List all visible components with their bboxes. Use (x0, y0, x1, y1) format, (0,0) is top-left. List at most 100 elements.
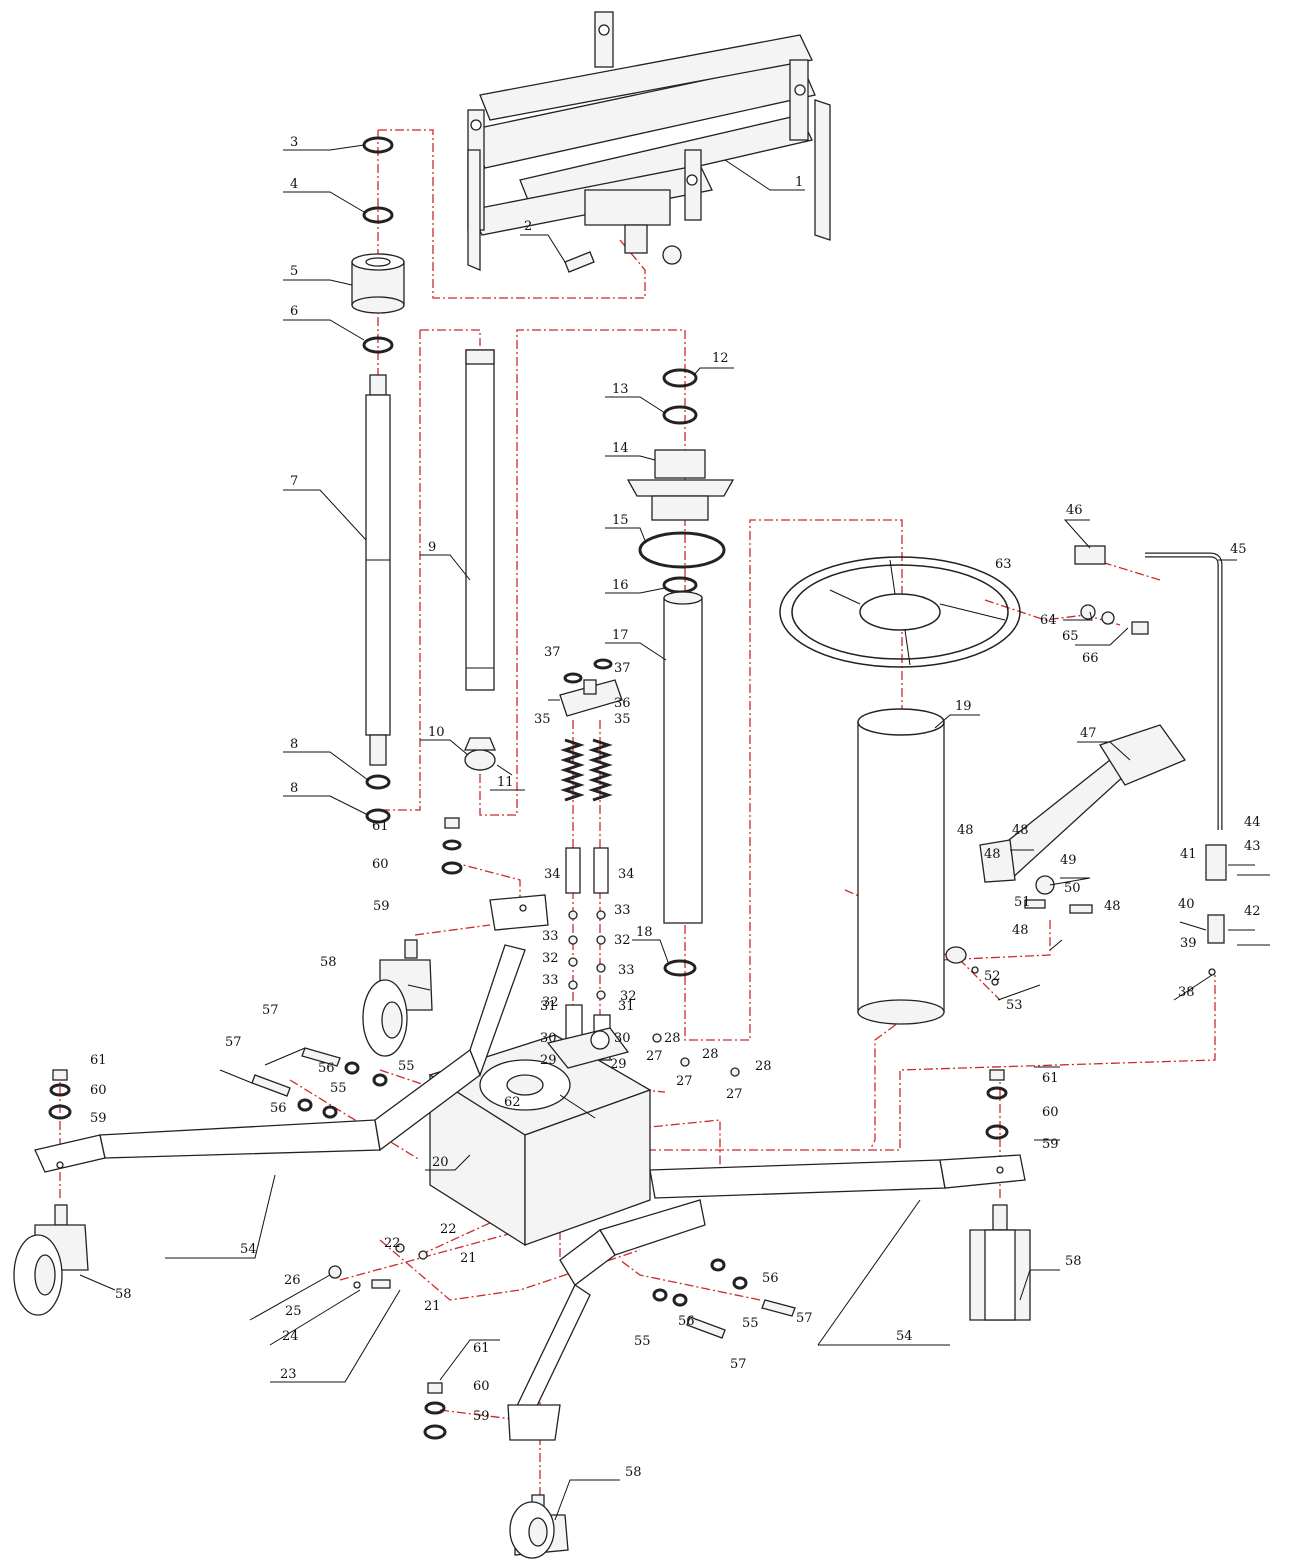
callout-55d: 55 (742, 1316, 759, 1331)
callout-51: 51 (1014, 895, 1031, 910)
saddle-frame-part (467, 11, 831, 271)
callout-21a: 21 (460, 1251, 477, 1266)
callout-59c: 59 (1042, 1137, 1059, 1152)
callout-54b: 54 (896, 1329, 913, 1344)
callout-37b: 37 (614, 661, 631, 676)
callout-57a: 57 (225, 1035, 242, 1050)
callout-47: 47 (1080, 726, 1097, 741)
callout-58b: 58 (115, 1287, 132, 1302)
callout-41: 41 (1180, 847, 1197, 862)
callout-23: 23 (280, 1367, 297, 1382)
callout-29a: 29 (540, 1053, 557, 1068)
callout-28a: 28 (664, 1031, 681, 1046)
callout-56c: 56 (678, 1314, 695, 1329)
callout-29b: 29 (610, 1057, 627, 1072)
caster-rear (362, 939, 433, 1057)
callout-19: 19 (955, 699, 972, 714)
callout-66: 66 (1082, 651, 1099, 666)
base-block-part (428, 1027, 652, 1247)
callout-59d: 59 (473, 1409, 490, 1424)
callout-55a: 55 (330, 1081, 347, 1096)
callout-27c: 27 (726, 1087, 743, 1102)
callout-38: 38 (1178, 985, 1195, 1000)
callout-22b: 22 (440, 1222, 457, 1237)
base-legs-part (34, 894, 1026, 1441)
callout-3: 3 (290, 135, 298, 150)
callout-21b: 21 (424, 1299, 441, 1314)
callout-9: 9 (428, 540, 436, 555)
caster-fasteners-part (48, 817, 1009, 1440)
callout-57d: 57 (796, 1311, 813, 1326)
callout-4: 4 (290, 177, 298, 192)
valve-plate-part (559, 658, 623, 717)
callout-31a: 31 (540, 999, 557, 1014)
callout-35a: 35 (534, 712, 551, 727)
callout-64: 64 (1040, 613, 1057, 628)
callout-49: 49 (1060, 853, 1077, 868)
callout-65: 65 (1062, 629, 1079, 644)
callout-52: 52 (984, 969, 1001, 984)
callout-36: 36 (614, 696, 631, 711)
release-valve-part (1205, 844, 1255, 976)
springs-part (560, 738, 613, 802)
bushing-part (351, 253, 405, 314)
callout-40: 40 (1178, 897, 1195, 912)
callout-61c: 61 (1042, 1071, 1059, 1086)
tray-part (779, 556, 1021, 668)
caster-left (13, 1204, 89, 1316)
callout-26: 26 (284, 1273, 301, 1288)
valve-body-part (464, 737, 513, 776)
callout-17: 17 (612, 628, 629, 643)
callout-7: 7 (290, 474, 298, 489)
caster-front (509, 1494, 569, 1559)
callout-61b: 61 (90, 1053, 107, 1068)
callout-61a: 61 (372, 819, 389, 834)
o-ring-part (638, 531, 726, 569)
callout-39: 39 (1180, 936, 1197, 951)
callout-61d: 61 (473, 1341, 490, 1356)
callout-20: 20 (432, 1155, 449, 1170)
callout-44: 44 (1244, 815, 1261, 830)
callout-48d: 48 (1104, 899, 1121, 914)
callout-22a: 22 (384, 1236, 401, 1251)
callout-32d: 32 (620, 989, 637, 1004)
callout-32c: 32 (614, 933, 631, 948)
callout-55c: 55 (634, 1334, 651, 1349)
callout-35b: 35 (614, 712, 631, 727)
callout-labels: 1 2 3 4 5 6 7 8 8 9 10 11 12 13 14 15 16… (90, 135, 1261, 1480)
pump-pistons-part (565, 847, 611, 1083)
callout-31b: 31 (618, 999, 635, 1014)
callout-30a: 30 (540, 1031, 557, 1046)
callout-33b: 33 (542, 973, 559, 988)
callout-15: 15 (612, 513, 629, 528)
callout-1: 1 (795, 175, 803, 190)
callout-33d: 33 (618, 963, 635, 978)
callout-53: 53 (1006, 998, 1023, 1013)
reservoir-part (857, 708, 967, 1025)
callout-33a: 33 (542, 929, 559, 944)
callout-58a: 58 (320, 955, 337, 970)
callout-30b: 30 (614, 1031, 631, 1046)
callout-42: 42 (1244, 904, 1261, 919)
callout-45: 45 (1230, 542, 1247, 557)
callout-8b: 8 (290, 781, 298, 796)
pedal-part (979, 724, 1187, 914)
callout-33c: 33 (614, 903, 631, 918)
callout-5: 5 (290, 264, 298, 279)
bolt-part (564, 251, 595, 273)
callout-16: 16 (612, 578, 629, 593)
callout-57c: 57 (730, 1357, 747, 1372)
callout-62: 62 (504, 1095, 521, 1110)
flange-part (626, 449, 735, 521)
callout-46: 46 (1066, 503, 1083, 518)
callout-48a: 48 (957, 823, 974, 838)
tray-fasteners-part (1080, 604, 1149, 635)
casters-part (13, 939, 1031, 1559)
callout-56a: 56 (270, 1101, 287, 1116)
callout-34a: 34 (544, 867, 561, 882)
callout-59b: 59 (90, 1111, 107, 1126)
callout-8a: 8 (290, 737, 298, 752)
callout-55b: 55 (398, 1059, 415, 1074)
